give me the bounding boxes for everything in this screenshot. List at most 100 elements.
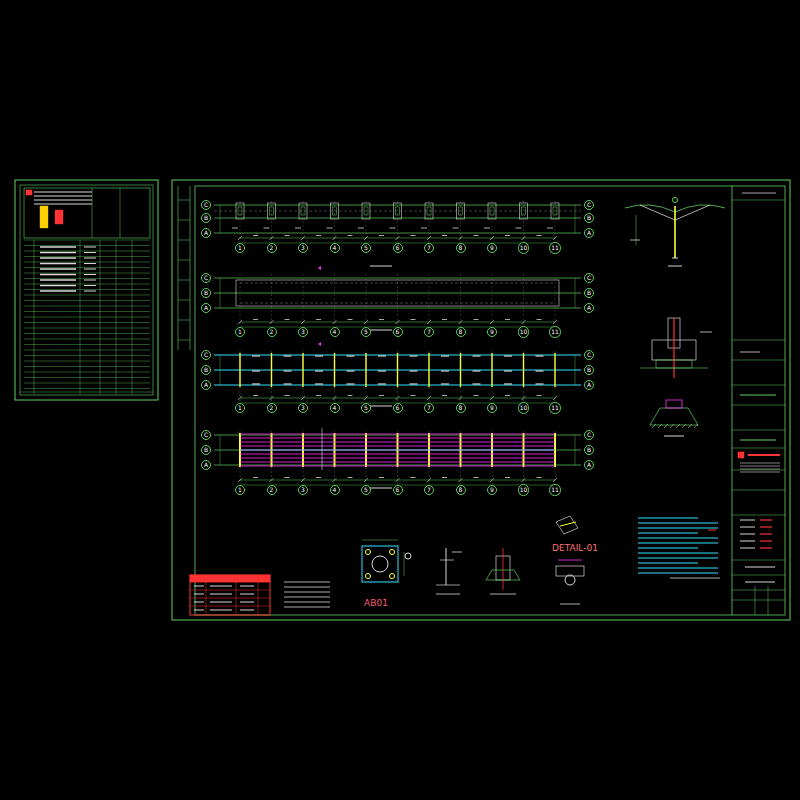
dimension-text-bar <box>505 319 510 320</box>
dimension-tick <box>396 320 400 324</box>
bolt-hole <box>390 550 395 555</box>
purlin-line <box>240 446 555 447</box>
column-member <box>554 353 555 387</box>
dimension-text-bar <box>537 395 542 396</box>
dimension-text-bar <box>253 319 258 320</box>
margin-tick <box>178 240 190 241</box>
column-member <box>365 353 366 387</box>
dimension-text-bar <box>316 235 321 236</box>
grid-column-line <box>240 274 241 326</box>
dimension-text-bar <box>442 477 447 478</box>
axis-label: A <box>587 462 591 468</box>
sign-text-bar <box>740 541 755 542</box>
member-tag-bar <box>410 383 418 384</box>
hatch-line <box>682 424 686 428</box>
dimension-line <box>362 540 398 541</box>
base-text-bar <box>484 228 490 229</box>
dimension-text-bar <box>316 477 321 478</box>
member-tag-bar <box>347 383 355 384</box>
member-line <box>560 522 576 526</box>
axis-bubble: B <box>201 288 211 298</box>
dimension-text-bar <box>474 319 479 320</box>
dimension-text-bar <box>474 235 479 236</box>
dimension-text-bar <box>379 477 384 478</box>
grid-column-line <box>303 274 304 326</box>
dimension-tick <box>522 396 526 400</box>
title-block-row <box>732 360 785 361</box>
axis-bubble: A <box>584 380 594 390</box>
grid-column-line <box>555 351 556 402</box>
grid-column-line <box>397 351 398 402</box>
base-text-bar <box>295 228 301 229</box>
note-text-bar <box>638 522 718 523</box>
detail-title-bar <box>560 604 580 605</box>
title-text-bar <box>740 395 776 396</box>
dimension-line <box>575 278 576 308</box>
member-tag-bar <box>378 370 386 371</box>
axis-bubble: 5 <box>361 327 371 337</box>
index-row-line <box>24 256 150 257</box>
dimension-text-bar <box>505 395 510 396</box>
dimension-text-bar <box>505 477 510 478</box>
axis-bubble: 7 <box>424 327 434 337</box>
footing-section <box>650 408 698 425</box>
axis-bubble: 8 <box>456 403 466 413</box>
index-text-bar <box>84 258 96 259</box>
index-text-bar <box>84 269 96 270</box>
member-tag-bar <box>284 383 292 384</box>
dimension-line <box>220 205 221 233</box>
detail-bubble <box>405 553 411 559</box>
title-text-bar <box>742 193 776 194</box>
axis-bubble: 9 <box>487 243 497 253</box>
title-text-bar <box>34 195 92 196</box>
axis-bubble: A <box>584 228 594 238</box>
purlin-line <box>240 434 555 435</box>
section-title-bar <box>664 436 684 437</box>
dimension-line <box>220 278 221 308</box>
plan-title-bar <box>370 266 392 267</box>
footing <box>656 360 692 368</box>
index-text-bar <box>84 247 96 248</box>
base-text-bar <box>358 228 364 229</box>
axis-bubble: 3 <box>298 485 308 495</box>
margin-tick <box>178 280 190 281</box>
table-text-bar <box>194 586 204 587</box>
axis-label: 7 <box>427 405 431 411</box>
dimension-text-bar <box>442 395 447 396</box>
axis-bubble: 9 <box>487 403 497 413</box>
axis-bubble: 4 <box>330 327 340 337</box>
hatch-line <box>688 424 692 428</box>
grid-column-line <box>523 351 524 402</box>
axis-bubble: 8 <box>456 485 466 495</box>
grid-column-line <box>460 431 461 484</box>
dimension-tick <box>364 236 368 240</box>
axis-label: A <box>204 462 208 468</box>
dimension-tick <box>396 396 400 400</box>
grid-column-line <box>397 274 398 326</box>
axis-bubble: 3 <box>298 327 308 337</box>
member-tag-bar <box>315 370 323 371</box>
axis-bubble: 6 <box>393 243 403 253</box>
axis-bubble: 10 <box>518 402 530 414</box>
drawing-line <box>755 586 756 615</box>
index-text-bar <box>40 285 76 286</box>
axis-bubble: 6 <box>393 403 403 413</box>
axis-bubble: C <box>584 273 594 283</box>
drawing-line <box>178 186 179 350</box>
index-row-line <box>24 372 150 373</box>
base-text-bar <box>390 228 396 229</box>
base-text-bar <box>421 228 427 229</box>
highlight-cell <box>40 206 48 228</box>
dimension-tick <box>333 478 337 482</box>
note-text-bar <box>638 517 698 518</box>
member-tag-bar <box>378 383 386 384</box>
axis-label: B <box>204 215 208 221</box>
axis-label: C <box>204 202 208 208</box>
note-text-bar <box>284 607 330 608</box>
index-title-block <box>24 188 150 238</box>
grid-column-line <box>366 274 367 326</box>
axis-bubble: A <box>201 460 211 470</box>
index-row-line <box>24 300 150 301</box>
detail-label: DETAIL-01 <box>551 544 599 553</box>
axis-bubble: C <box>201 273 211 283</box>
